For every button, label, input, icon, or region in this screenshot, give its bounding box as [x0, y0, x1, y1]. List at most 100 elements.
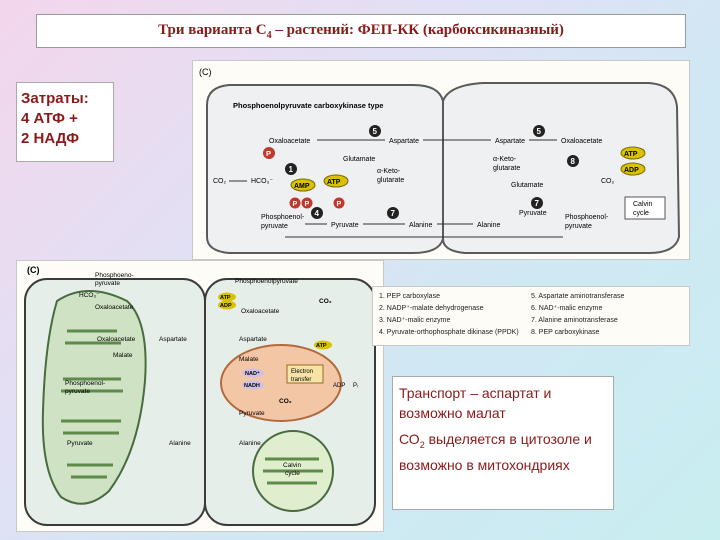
- enzyme-number-7a: 7: [391, 209, 396, 218]
- electron-label: Electron: [291, 369, 313, 375]
- title-box: Три варианта С4 – растений: ФЕП-КК (карб…: [36, 14, 686, 48]
- alanine-middle: Alanine: [409, 222, 432, 229]
- pep-right: Phosphoenol-: [565, 214, 609, 221]
- adp-badge-2: ADP: [218, 300, 236, 310]
- aspartate-left-2: Aspartate: [159, 336, 187, 343]
- legend-column-right: 5. Aspartate aminotransferase 6. NAD⁺-ma…: [531, 291, 683, 341]
- pep-side: Phosphoenol-: [65, 380, 105, 387]
- enzyme-marker-1: 1: [285, 163, 297, 175]
- transport-box: Транспорт – аспартат и возможно малат СО…: [392, 376, 614, 510]
- aketo-left: α-Keto-: [377, 168, 401, 175]
- bundle-thylakoids: [263, 457, 323, 485]
- aketo-right-2: glutarate: [493, 165, 520, 172]
- oaa-middle: Oxaloacetate: [97, 336, 136, 343]
- legend-column-left: 1. PEP carboxylase 2. NADP⁺-malate dehyd…: [379, 291, 531, 341]
- enzyme-number-4: 4: [315, 209, 320, 218]
- atp-badge-right: ATP: [620, 146, 646, 160]
- atp-label-2: ATP: [220, 295, 231, 301]
- pep-top: Phosphoeno-: [95, 272, 134, 279]
- adp-label-2: ADP: [220, 303, 232, 309]
- atp-badge-mito: ATP: [314, 340, 332, 350]
- adp-right-label: ADP: [624, 167, 639, 174]
- enzyme-marker-5b: 5: [533, 125, 545, 137]
- title-rest: – растений: ФЕП-КК (карбоксикиназный): [271, 21, 564, 38]
- enzyme-number-1: 1: [289, 165, 294, 174]
- enzyme-marker-5a: 5: [369, 125, 381, 137]
- pi-badge: P: [263, 147, 275, 159]
- enzyme-marker-7b: 7: [531, 197, 543, 209]
- transport-co2-subscript: 2: [419, 439, 425, 450]
- enzyme-number-8: 8: [571, 157, 576, 166]
- aspartate-left: Aspartate: [389, 138, 419, 145]
- atp-badge-2: ATP: [218, 292, 236, 302]
- enzyme-number-5b: 5: [537, 127, 542, 136]
- oaa-right-2: Oxaloacetate: [241, 308, 280, 315]
- atp-mito-label: ATP: [316, 343, 327, 349]
- electron-transfer-box: Electron transfer: [286, 364, 324, 384]
- hco3-label: HCO₃⁻: [251, 178, 273, 185]
- legend-item: 8. PEP carboxykinase: [531, 329, 600, 336]
- pi-mito-label: Pᵢ: [353, 383, 358, 389]
- adp-mito-label: ADP: [333, 383, 345, 389]
- nadh-label: NADH: [244, 383, 260, 389]
- legend-item: 7. Alanine aminotransferase: [531, 317, 618, 324]
- panel-label-2: (C): [27, 265, 40, 275]
- calvin-label-2b: Calvin: [283, 462, 301, 469]
- pyruvate-right-2: Pyruvate: [239, 410, 265, 417]
- transport-line-2-rest: выделяется в цитозоле и возможно в митох…: [399, 431, 592, 473]
- enzyme-marker-8: 8: [567, 155, 579, 167]
- title-subscript: 4: [266, 29, 272, 41]
- pep-top-2: pyruvate: [95, 280, 120, 287]
- pi-label-b: P: [337, 201, 342, 208]
- costs-box: Затраты: 4 АТФ + 2 НАДФ: [16, 82, 114, 162]
- mesophyll-cell: [206, 84, 444, 254]
- alanine-left-2: Alanine: [169, 440, 191, 447]
- mitochondrion: [220, 344, 342, 422]
- ppi-label-b: P: [305, 201, 310, 208]
- amp-badge: AMP: [290, 178, 316, 192]
- calvin-label: Calvin: [633, 201, 653, 208]
- pep-right-2: Phosphoenolpyruvate: [235, 278, 298, 285]
- atp-badge-left: ATP: [323, 174, 349, 188]
- pepck-pathway-figure: (C) Phosphoenolpyruvate carboxykinase ty…: [192, 60, 690, 260]
- type-label: Phosphoenolpyruvate carboxykinase type: [233, 101, 383, 110]
- oaa-top: Oxaloacetate: [95, 304, 134, 311]
- enzyme-number-5a: 5: [373, 127, 378, 136]
- transport-co2: СО: [399, 431, 420, 447]
- pi-label: P: [266, 149, 271, 158]
- glutamate-right: Glutamate: [511, 182, 543, 189]
- pyruvate-right: Pyruvate: [519, 210, 547, 217]
- calvin-label-2: cycle: [633, 210, 649, 217]
- cell-diagram-svg: (C) Phosphoeno- pyruvate HCO₃⁻ Oxaloacet…: [24, 265, 376, 526]
- pyruvate-left-2: Pyruvate: [67, 440, 93, 447]
- calvin-label-2c: cycle: [285, 470, 300, 477]
- panel-label: (C): [199, 67, 212, 77]
- co2-middle: CO₂: [279, 398, 292, 405]
- legend-item: 3. NAD⁺-malic enzyme: [379, 317, 451, 324]
- aketo-left-2: glutarate: [377, 177, 404, 184]
- calvin-cycle-box: Calvin cycle: [624, 196, 666, 220]
- title-main: Три варианта С: [158, 21, 267, 38]
- co2-right: CO₂: [601, 178, 615, 185]
- aketo-right: α-Keto-: [493, 156, 517, 163]
- transport-line-2: СО2 выделяется в цитозоле и возможно в м…: [399, 429, 607, 475]
- cell-diagram-figure: (C) Phosphoeno- pyruvate HCO₃⁻ Oxaloacet…: [16, 260, 384, 532]
- costs-line-3: 2 НАДФ: [21, 130, 80, 147]
- atp-left-label: ATP: [327, 179, 341, 186]
- nad-label: NAD⁺: [245, 370, 260, 377]
- hco3-label-2: HCO₃⁻: [79, 292, 100, 299]
- ppi-badges: P P P: [289, 197, 345, 209]
- atp-right-label: ATP: [624, 151, 638, 158]
- nadh-badge: NAD⁺: [242, 368, 264, 378]
- co2-top: CO₂: [319, 298, 332, 305]
- pep-left: Phosphoenol-: [261, 214, 305, 221]
- nad-badge: NADH: [242, 380, 264, 390]
- enzyme-marker-7a: 7: [387, 207, 399, 219]
- pep-left-2: pyruvate: [261, 223, 288, 230]
- enzyme-legend: 1. PEP carboxylase 2. NADP⁺-malate dehyd…: [372, 286, 690, 346]
- transfer-label: transfer: [291, 377, 311, 383]
- legend-item: 2. NADP⁺-malate dehydrogenase: [379, 305, 484, 312]
- oxaloacetate-left: Oxaloacetate: [269, 138, 310, 145]
- legend-item: 1. PEP carboxylase: [379, 293, 440, 300]
